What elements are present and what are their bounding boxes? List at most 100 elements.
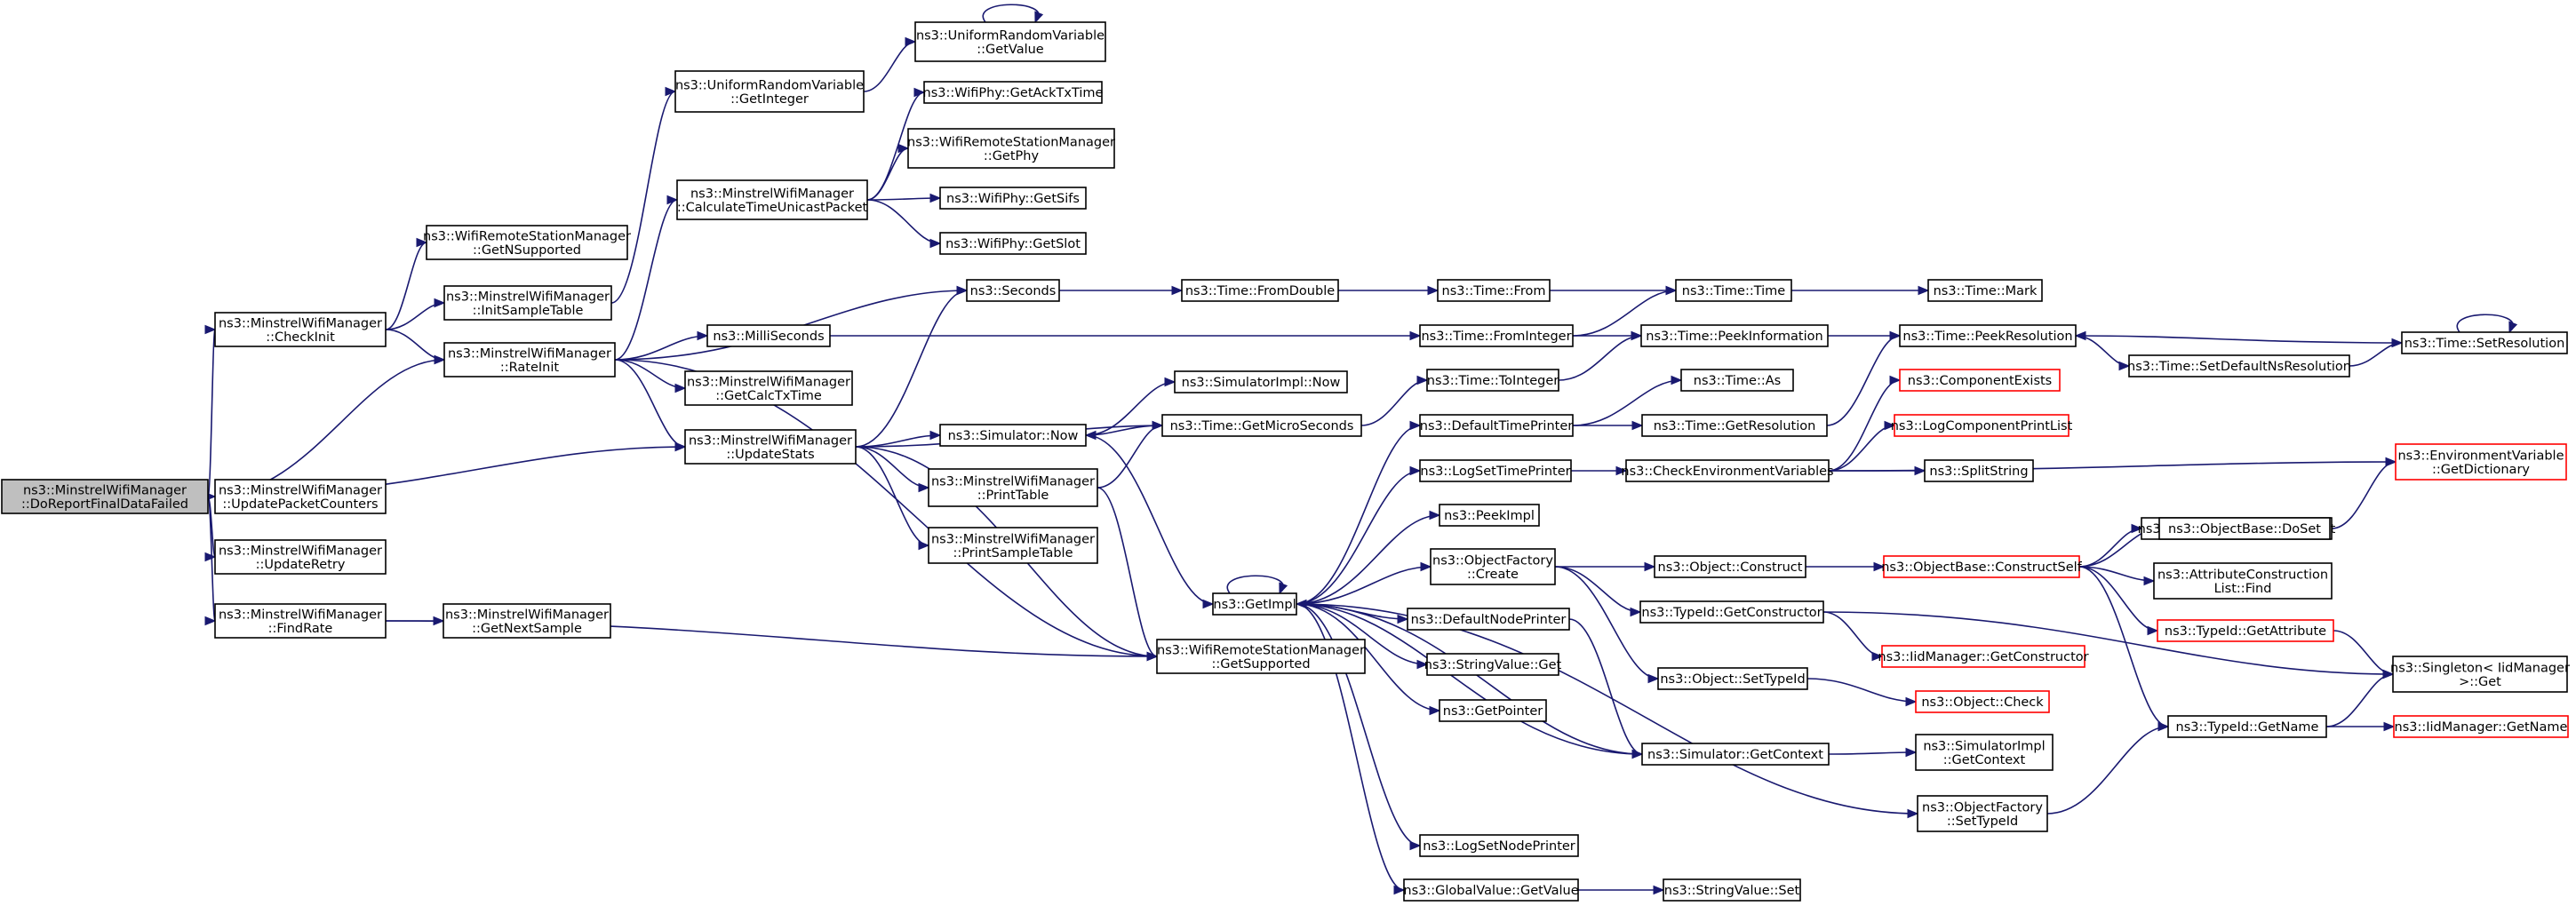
node-getmicro[interactable]: ns3::Time::GetMicroSeconds (1161, 414, 1362, 437)
node-printsample[interactable]: ns3::MinstrelWifiManager::PrintSampleTab… (928, 527, 1098, 564)
node-peekinfo[interactable]: ns3::Time::PeekInformation (1640, 324, 1829, 347)
node-logsetnode[interactable]: ns3::LogSetNodePrinter (1419, 834, 1579, 857)
node-box (1181, 279, 1339, 302)
edge-arrowhead (1084, 430, 1097, 441)
node-compexists[interactable]: ns3::ComponentExists (1899, 369, 2061, 392)
node-peekimpl[interactable]: ns3::PeekImpl (1439, 504, 1540, 527)
node-checkinit[interactable]: ns3::MinstrelWifiManager::CheckInit (214, 312, 387, 347)
edge-line (1296, 470, 1421, 605)
edge-line (207, 329, 216, 497)
node-label: ns3::TypeId::GetName (2176, 720, 2319, 735)
node-findrate[interactable]: ns3::MinstrelWifiManager::FindRate (214, 603, 387, 639)
node-updretry[interactable]: ns3::MinstrelWifiManager::UpdateRetry (214, 539, 387, 575)
edge-ratinit-milli (614, 330, 709, 361)
edge-line (1296, 514, 1440, 605)
node-box (443, 342, 616, 378)
node-box (1675, 279, 1792, 302)
node-milli[interactable]: ns3::MilliSeconds (706, 324, 831, 347)
node-getsupported[interactable]: ns3::WifiRemoteStationManager::GetSuppor… (1156, 639, 1366, 674)
node-mark[interactable]: ns3::Time::Mark (1927, 279, 2043, 302)
node-objfactsettypeid[interactable]: ns3::ObjectFactory::SetTypeId (1917, 795, 2048, 832)
node-getinteger[interactable]: ns3::UniformRandomVariable::GetInteger (674, 70, 865, 113)
node-getnextsample[interactable]: ns3::MinstrelWifiManager::GetNextSample (443, 603, 611, 639)
node-splitstring[interactable]: ns3::SplitString (1924, 459, 2034, 482)
node-root[interactable]: ns3::MinstrelWifiManager::DoReportFinalD… (1, 479, 209, 514)
node-objfactcreate[interactable]: ns3::ObjectFactory::Create (1430, 548, 1556, 585)
node-time[interactable]: ns3::Time::Time (1675, 279, 1792, 302)
node-objsettypeid[interactable]: ns3::Object::SetTypeId (1657, 667, 1808, 690)
edge-line (2046, 726, 2169, 815)
node-defnodeprinter[interactable]: ns3::DefaultNodePrinter (1407, 608, 1570, 631)
node-getimpl[interactable]: ns3::GetImpl (1212, 592, 1297, 616)
node-simimplnow[interactable]: ns3::SimulatorImpl::Now (1174, 370, 1348, 393)
edge-checkinit-getnsupported (385, 237, 428, 330)
node-label: ns3::Simulator::GetContext (1647, 748, 1823, 762)
node-fromdouble[interactable]: ns3::Time::FromDouble (1181, 279, 1339, 302)
node-envdict[interactable]: ns3::EnvironmentVariable::GetDictionary (2395, 443, 2567, 481)
node-getconstructor[interactable]: ns3::TypeId::GetConstructor (1639, 600, 1824, 624)
edge-envget-envdict (2331, 457, 2397, 529)
node-objconstruct[interactable]: ns3::Object::Construct (1654, 555, 1806, 578)
edge-peekres-setdefns (2075, 335, 2131, 371)
node-setdefns[interactable]: ns3::Time::SetDefaultNsResolution (2127, 354, 2351, 378)
node-updatestats[interactable]: ns3::MinstrelWifiManager::UpdateStats (684, 429, 857, 465)
node-label: ns3::MinstrelWifiManager (689, 433, 852, 448)
node-iidgetconstructor[interactable]: ns3::IidManager::GetConstructor (1878, 645, 2089, 668)
node-checkenv[interactable]: ns3::CheckEnvironmentVariables (1621, 459, 1834, 482)
node-setres[interactable]: ns3::Time::SetResolution (2401, 331, 2568, 354)
node-label: ns3::PeekImpl (1444, 509, 1535, 523)
node-getpointer[interactable]: ns3::GetPointer (1439, 699, 1547, 722)
node-ratinit[interactable]: ns3::MinstrelWifiManager::RateInit (443, 342, 616, 378)
node-getsifs[interactable]: ns3::WifiPhy::GetSifs (939, 187, 1087, 210)
node-iidgetname[interactable]: ns3::IidManager::GetName (2393, 715, 2569, 738)
node-box (214, 603, 387, 639)
edge-line (1296, 603, 1421, 846)
node-label: ns3::Seconds (970, 284, 1057, 298)
node-getvalue[interactable]: ns3::UniformRandomVariable::GetValue (914, 21, 1106, 62)
node-objcheck[interactable]: ns3::Object::Check (1915, 690, 2050, 713)
node-updpkt[interactable]: ns3::MinstrelWifiManager::UpdatePacketCo… (214, 479, 387, 514)
node-getphy[interactable]: ns3::WifiRemoteStationManager::GetPhy (907, 128, 1115, 169)
node-simgetcontext[interactable]: ns3::Simulator::GetContext (1641, 743, 1830, 766)
edge-arrowhead (666, 195, 679, 205)
node-globalgetvalue[interactable]: ns3::GlobalValue::GetValue (1403, 878, 1579, 902)
node-initsample[interactable]: ns3::MinstrelWifiManager::InitSampleTabl… (443, 285, 612, 321)
node-logcomplist[interactable]: ns3::LogComponentPrintList (1891, 414, 2073, 437)
node-getattr[interactable]: ns3::TypeId::GetAttribute (2157, 619, 2334, 642)
node-typeidgetname[interactable]: ns3::TypeId::GetName (2167, 715, 2327, 738)
node-getcalctx[interactable]: ns3::MinstrelWifiManager::GetCalcTxTime (684, 370, 853, 406)
node-singletonget[interactable]: ns3::Singleton< IidManager>::Get (2390, 656, 2570, 693)
node-box (1419, 834, 1579, 857)
node-label: ns3::UniformRandomVariable (916, 28, 1105, 43)
node-tointeger[interactable]: ns3::Time::ToInteger (1426, 369, 1559, 392)
node-label: ns3::UniformRandomVariable (675, 78, 864, 92)
edge-arrowhead (1631, 330, 1643, 341)
node-deftimeprinter[interactable]: ns3::DefaultTimePrinter (1419, 414, 1574, 437)
edge-arrowhead (1429, 705, 1441, 716)
node-from[interactable]: ns3::Time::From (1437, 279, 1551, 302)
node-calctime[interactable]: ns3::MinstrelWifiManager::CalculateTimeU… (676, 179, 868, 220)
node-simimplgetcontext[interactable]: ns3::SimulatorImpl::GetContext (1915, 734, 2054, 771)
node-box (1915, 734, 2054, 771)
node-frominteger[interactable]: ns3::Time::FromInteger (1419, 324, 1574, 347)
node-getslot[interactable]: ns3::WifiPhy::GetSlot (939, 232, 1087, 255)
node-label: ::UpdatePacketCounters (222, 497, 378, 512)
node-strvalset[interactable]: ns3::StringValue::Set (1663, 878, 1801, 902)
node-constructself[interactable]: ns3::ObjectBase::ConstructSelf (1881, 555, 2083, 578)
node-getacktx[interactable]: ns3::WifiPhy::GetAckTxTime (923, 81, 1104, 104)
node-timeas[interactable]: ns3::Time::As (1680, 369, 1794, 392)
node-seconds[interactable]: ns3::Seconds (966, 279, 1060, 302)
edge-line (1554, 566, 1641, 613)
node-peekres[interactable]: ns3::Time::PeekResolution (1899, 324, 2077, 347)
node-printtable[interactable]: ns3::MinstrelWifiManager::PrintTable (928, 468, 1098, 507)
node-logsettime[interactable]: ns3::LogSetTimePrinter (1419, 459, 1572, 482)
edge-constructself-getattr (2078, 566, 2159, 636)
edge-getconstructor-iidgetconstructor (1822, 611, 1884, 662)
node-strvalget[interactable]: ns3::StringValue::Get (1424, 653, 1562, 676)
node-doset[interactable]: ns3::ObjectBase::DoSet (2158, 517, 2331, 540)
node-getresolution[interactable]: ns3::Time::GetResolution (1641, 414, 1828, 437)
node-getnsupported[interactable]: ns3::WifiRemoteStationManager::GetNSuppo… (423, 225, 631, 260)
node-simnow[interactable]: ns3::Simulator::Now (939, 424, 1087, 447)
edge-getimpl-getpointer (1296, 603, 1441, 716)
